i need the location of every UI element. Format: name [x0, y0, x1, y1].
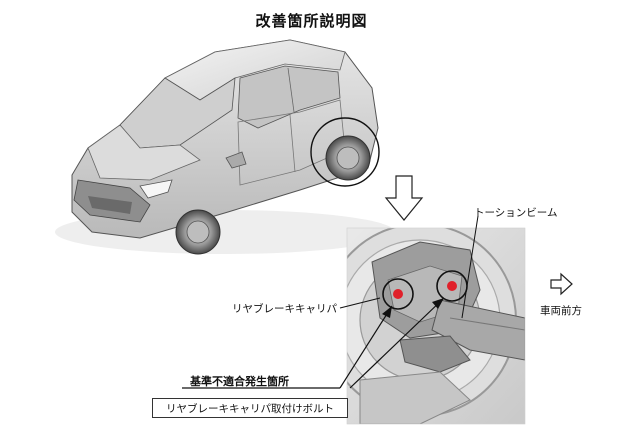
rear-caliper-label: リヤブレーキキャリパ — [232, 303, 337, 315]
page-title: 改善箇所説明図 — [255, 12, 368, 30]
nonconformity-label: 基準不適合発生箇所 — [190, 375, 289, 388]
vehicle-front-label: 車両前方 — [540, 305, 582, 317]
car-illustration — [55, 39, 395, 255]
bolt-label-box: リヤブレーキキャリパ取付けボルト — [152, 398, 348, 418]
right-arrow-icon — [550, 272, 573, 296]
bolt-label: リヤブレーキキャリパ取付けボルト — [166, 402, 334, 415]
down-arrow-icon — [384, 175, 424, 221]
rear-wheel-highlight — [310, 117, 380, 187]
torsion-beam-label: トーションビーム — [474, 207, 558, 219]
brake-detail-photo — [347, 228, 525, 424]
